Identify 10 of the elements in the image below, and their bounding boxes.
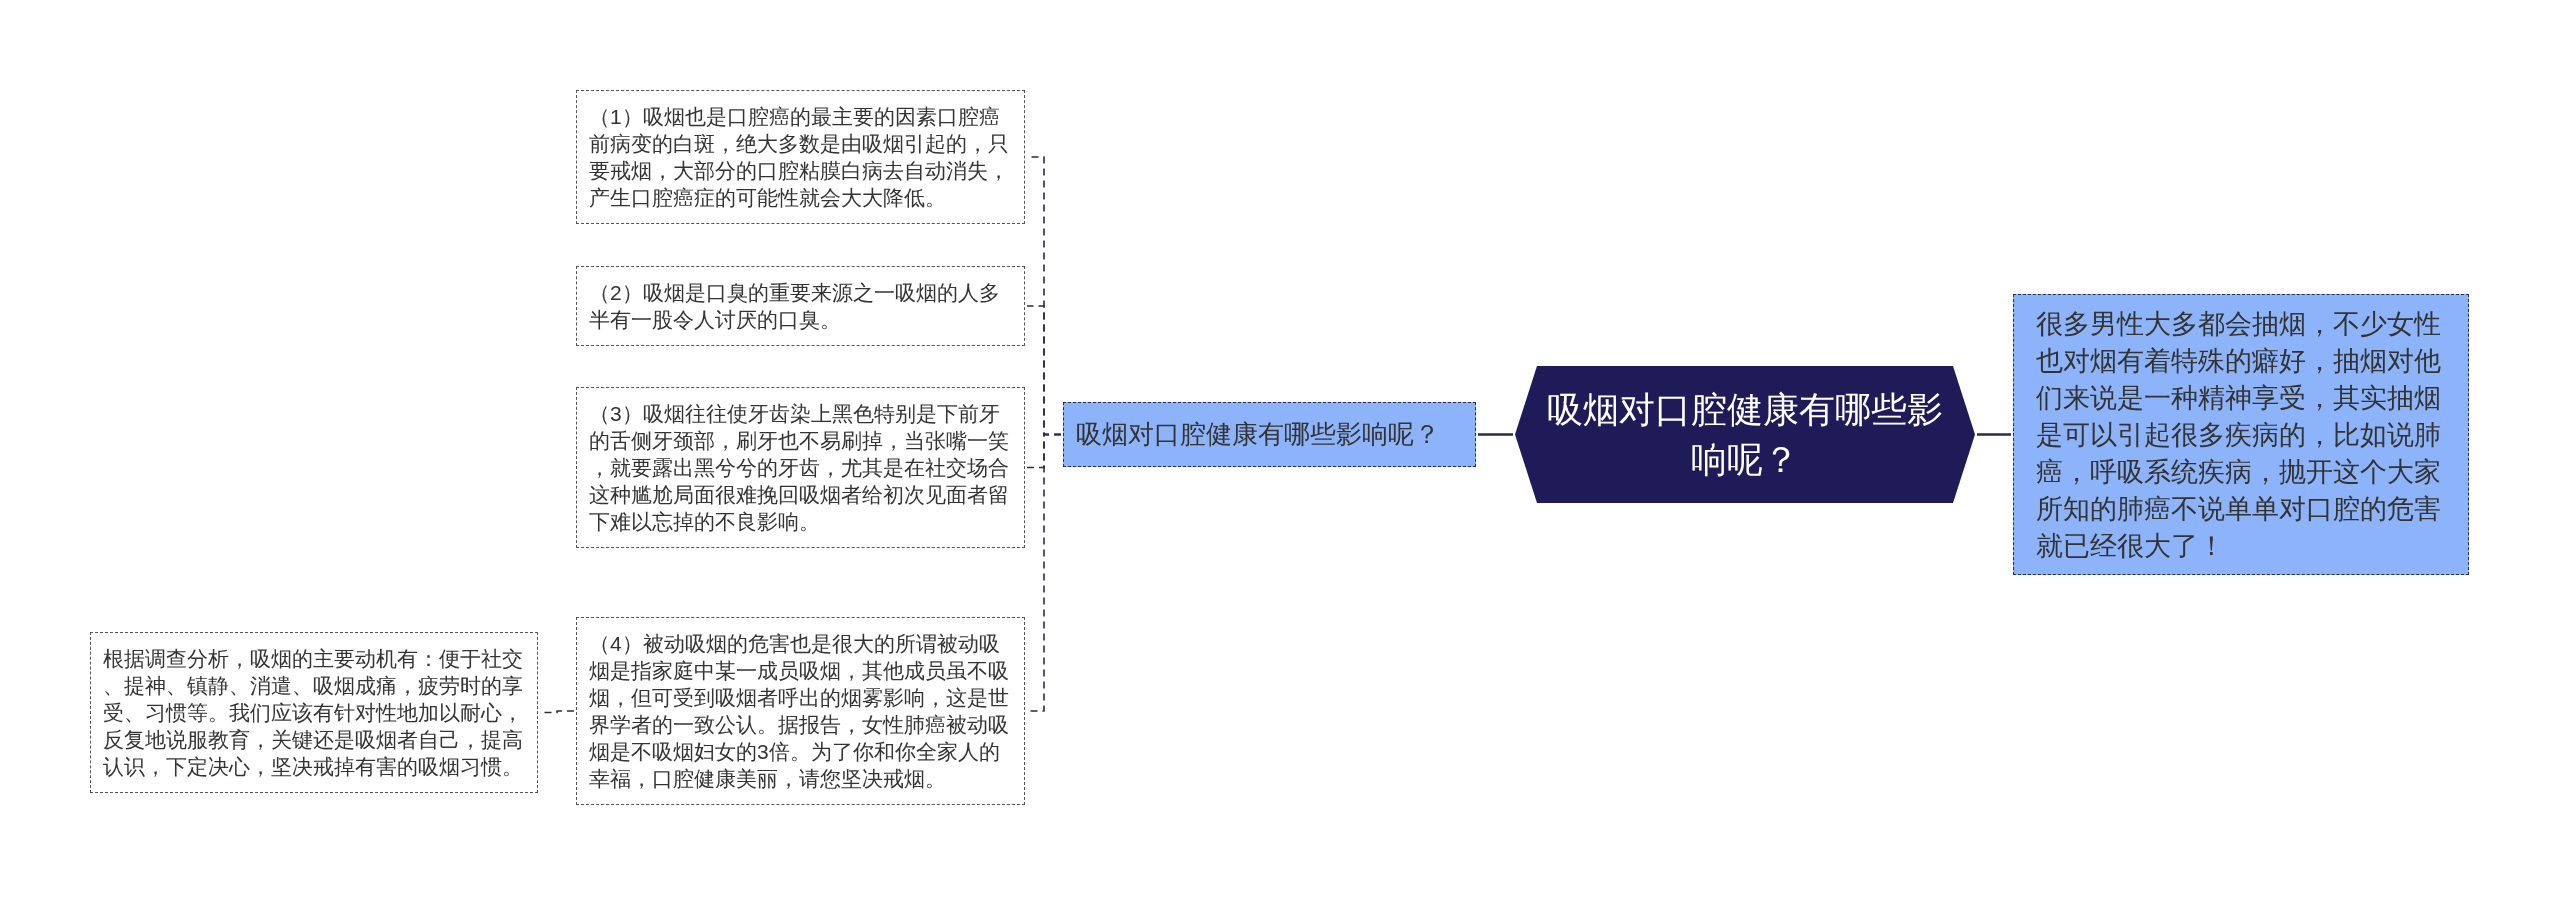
note-box: 很多男性大多都会抽烟，不少女性也对烟有着特殊的癖好，抽烟对他们来说是一种精神享受，其实抽烟是可以引起很多疾病的，比如说肺癌，呼吸系统疾病，抛开这个大家所知的肺癌不说单单对口腔的危害就已经很大了！ <box>2013 294 2469 575</box>
note-box: 根据调查分析，吸烟的主要动机有：便于社交、提神、镇静、消遣、吸烟成痛，疲劳时的享受、习惯等。我们应该有针对性地加以耐心，反复地说服教育，关键还是吸烟者自己，提高认识，下定决心，坚决戒掉有害的吸烟习惯。 <box>90 632 538 793</box>
note-box: （4）被动吸烟的危害也是很大的所谓被动吸烟是指家庭中某一成员吸烟，其他成员虽不吸烟，但可受到吸烟者呼出的烟雾影响，这是世界学者的一致公认。据报告，女性肺癌被动吸烟是不吸烟妇女的3倍。为了你和你全家人的幸福，口腔健康美丽，请您坚决戒烟。 <box>576 617 1025 805</box>
central-topic-hexagon: 吸烟对口腔健康有哪些影响呢？ <box>1515 366 1975 503</box>
note-box: （2）吸烟是口臭的重要来源之一吸烟的人多半有一股令人讨厌的口臭。 <box>576 266 1025 346</box>
note-box: （3）吸烟往往使牙齿染上黑色特别是下前牙的舌侧牙颈部，刷牙也不易刷掉，当张嘴一笑，就要露出黑兮兮的牙齿，尤其是在社交场合这种尴尬局面很难挽回吸烟者给初次见面者留下难以忘掉的不良影响。 <box>576 387 1025 548</box>
topic-box: 吸烟对口腔健康有哪些影响呢？ <box>1063 402 1476 467</box>
note-box: （1）吸烟也是口腔癌的最主要的因素口腔癌前病变的白斑，绝大多数是由吸烟引起的，只要戒烟，大部分的口腔粘膜白病去自动消失，产生口腔癌症的可能性就会大大降低。 <box>576 90 1025 224</box>
connector-line <box>1478 433 1513 436</box>
connector-line <box>1977 433 2011 436</box>
